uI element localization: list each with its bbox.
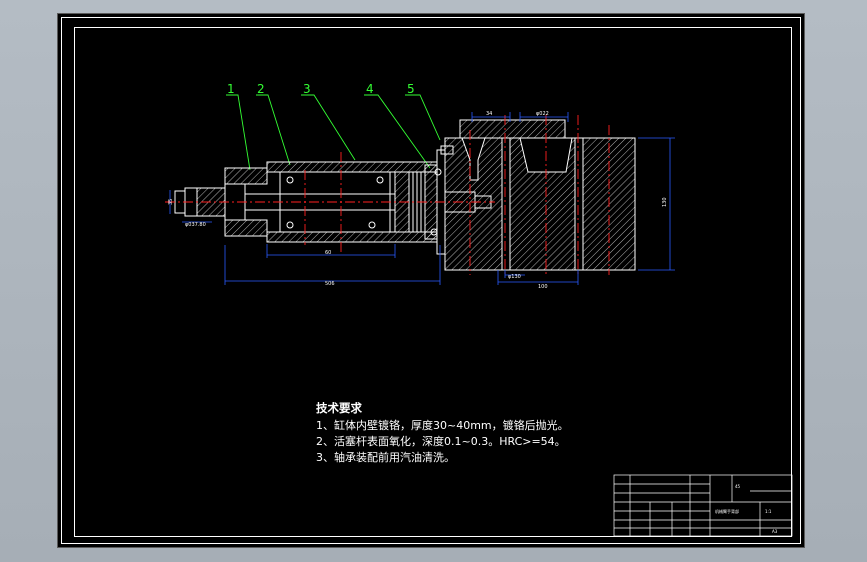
dim-bottom-length: 100: [538, 284, 548, 290]
balloon-4: 4: [366, 82, 374, 96]
tech-requirement-3: 3、轴承装配前用汽油清洗。: [316, 451, 455, 464]
tech-requirements-title: 技术要求: [316, 401, 362, 415]
centerlines: [165, 115, 610, 275]
title-block-name: 机械臂手背部: [715, 508, 739, 514]
title-block-sheet: A3: [772, 529, 778, 534]
dim-top-right: φ022: [536, 111, 549, 117]
balloon-5: 5: [407, 82, 415, 96]
title-block: [613, 474, 793, 537]
cylinder-assembly: [174, 145, 492, 255]
title-block-material: 45: [735, 484, 741, 489]
dim-bottom-mid: φ130: [508, 274, 521, 280]
tech-requirement-2: 2、活塞杆表面氧化，深度0.1~0.3。HRC>=54。: [316, 435, 566, 448]
balloon-labels: 1 2 3 4 5: [227, 82, 415, 96]
outer-border: [61, 17, 801, 544]
mounting-block: [444, 119, 636, 271]
dim-left-small: φ037.80: [185, 222, 206, 228]
balloon-3: 3: [303, 82, 311, 96]
drawing-sheet: [57, 13, 805, 548]
dim-right-height: 130: [662, 197, 668, 207]
dim-left-vertical: 35: [168, 199, 174, 205]
balloon-1: 1: [227, 82, 235, 96]
dim-top-left: 34: [486, 111, 492, 117]
dimension-lines: [169, 112, 675, 285]
dim-overall-length: 506: [325, 281, 335, 287]
inner-border: [74, 27, 792, 537]
title-block-text: 机械臂手背部 45 1:1 A3: [715, 484, 778, 534]
title-block-scale: 1:1: [765, 509, 772, 514]
dimension-texts: 34 φ022 130 100 φ130 60 506 φ037.80 35: [168, 111, 668, 290]
dim-bottom-small: 60: [325, 250, 331, 256]
balloon-2: 2: [257, 82, 265, 96]
tech-requirement-1: 1、缸体内壁镀铬，厚度30~40mm，镀铬后抛光。: [316, 419, 569, 432]
leader-lines: [226, 94, 441, 171]
